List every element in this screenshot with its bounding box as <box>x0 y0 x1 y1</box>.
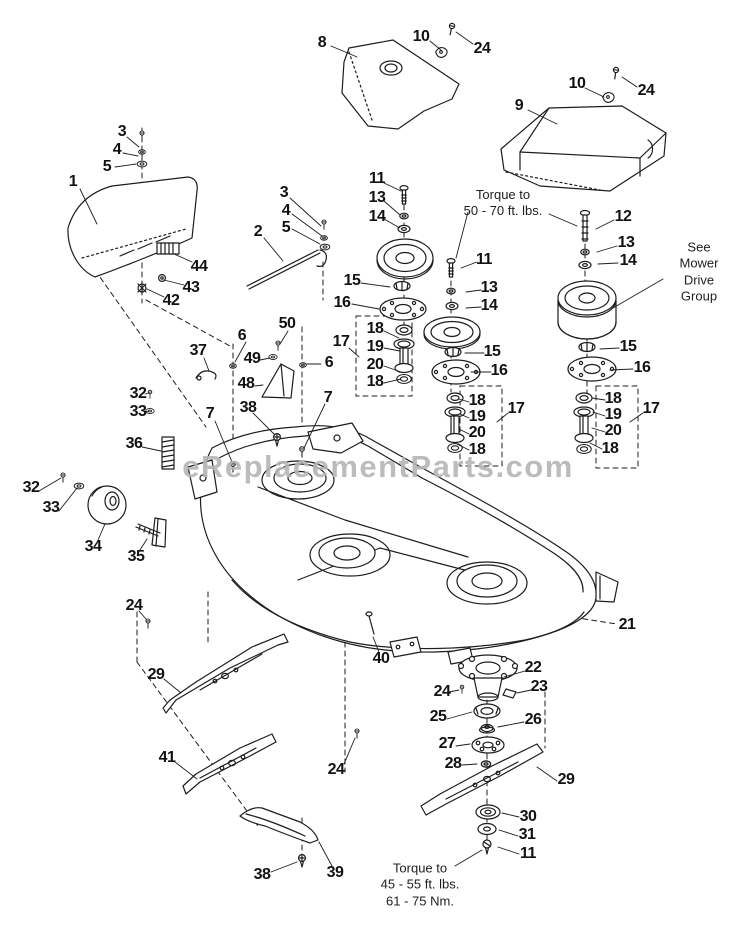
spring-44 <box>156 242 180 255</box>
pulley-middle-drawing <box>423 316 481 454</box>
spindle-stack-middle <box>444 392 466 454</box>
spring-36 <box>161 436 175 470</box>
bottom-spindle-drawing <box>457 654 519 855</box>
deck-housing-drawing <box>187 422 619 665</box>
leader-lines <box>38 31 664 873</box>
washer-27 <box>471 736 505 754</box>
belt-cover-9-drawing <box>500 66 667 192</box>
flange-16-right <box>567 356 617 382</box>
mulch-plate-drawing <box>239 807 319 868</box>
bolt-11-bottom <box>482 839 492 855</box>
pulley-left-drawing <box>376 238 434 385</box>
key-23 <box>502 688 517 699</box>
rod-drawing <box>246 219 331 290</box>
gauge-wheel-drawing <box>60 472 167 548</box>
bracket-35 <box>135 517 167 548</box>
left-small-parts-drawing <box>145 340 307 473</box>
nut-26 <box>478 723 496 734</box>
blade-29-left-drawing <box>162 633 289 714</box>
washer-30 <box>475 804 501 820</box>
bracket-48 <box>261 363 295 399</box>
blade-29-bottom-drawing <box>420 743 544 816</box>
spindle-stack-left <box>393 324 415 385</box>
belt-cover-8-drawing <box>341 22 460 130</box>
washer-31 <box>477 822 497 836</box>
watermark: eReplacementParts.com <box>182 449 574 484</box>
washer-25 <box>473 703 501 719</box>
spindle-stack-right <box>573 392 595 455</box>
bolt-12 <box>579 209 591 242</box>
blade-41-drawing <box>182 733 277 795</box>
hardware-columns-drawing <box>397 185 592 311</box>
flange-16-left <box>379 297 427 321</box>
star-washer-42 <box>137 282 147 294</box>
pulley-right-drawing <box>557 280 617 455</box>
deflector-drawing <box>67 130 198 294</box>
